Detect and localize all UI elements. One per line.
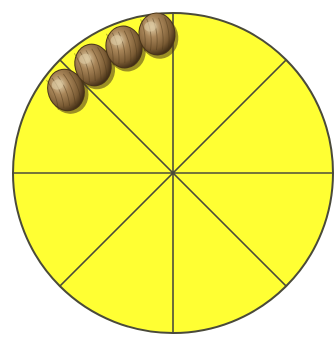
pie-dividers [13, 13, 333, 333]
